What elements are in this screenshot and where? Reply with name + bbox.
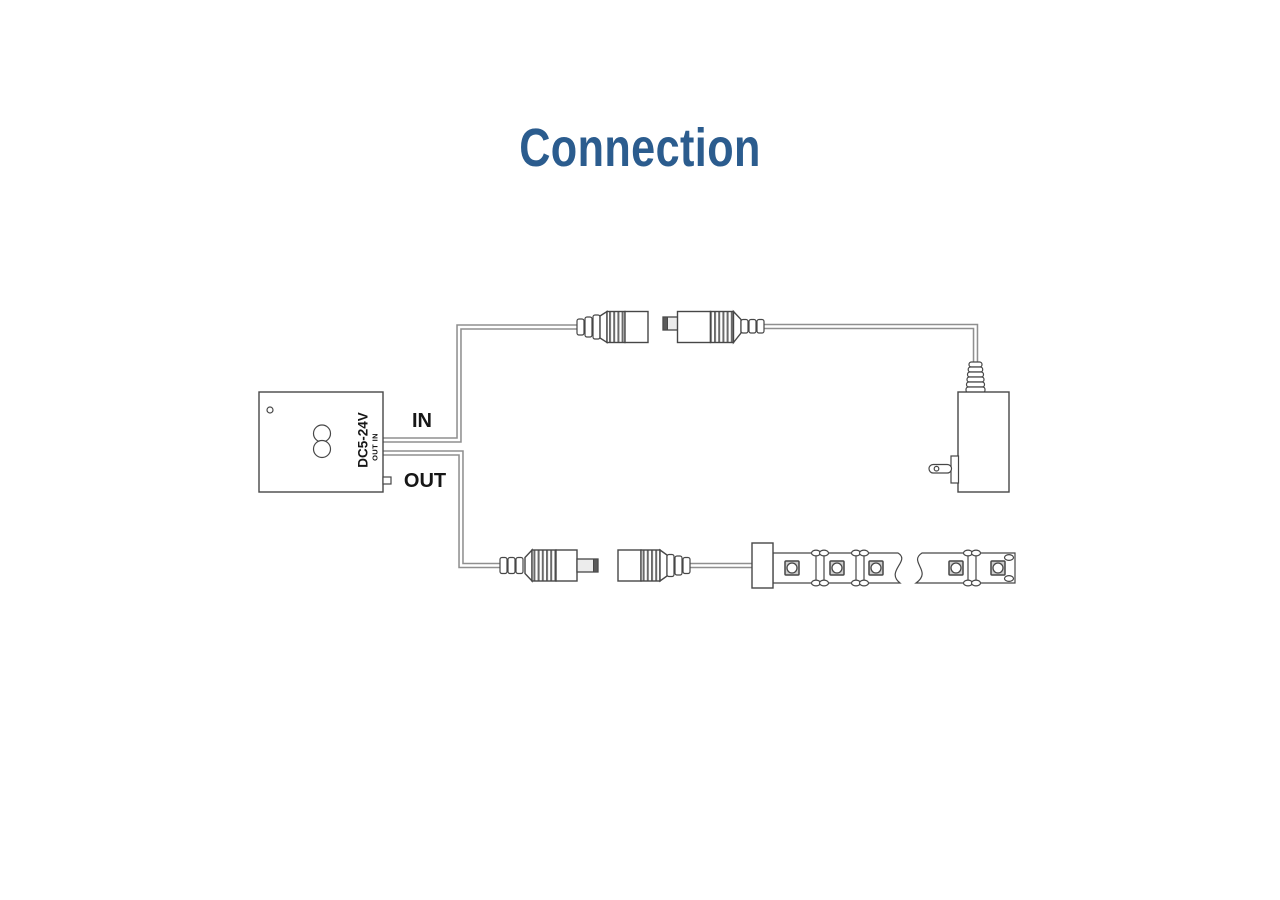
led-chip (784, 560, 800, 576)
solder-pad (858, 579, 870, 587)
strain-relief-rib (682, 556, 691, 575)
jack-barrel (617, 549, 642, 582)
wire-adapter (762, 323, 979, 366)
solder-pad (1003, 574, 1015, 582)
led-chip (990, 560, 1006, 576)
strain-relief-rib (499, 556, 508, 575)
jack-barrel (624, 310, 649, 344)
wire-out-core (383, 451, 503, 567)
cord-relief-rib (966, 371, 985, 378)
dc-female-jack-bottom (617, 548, 691, 583)
led-chip (829, 560, 845, 576)
strip-connector-block (751, 542, 774, 589)
cord-relief-rib (967, 366, 984, 373)
prong-hole (933, 465, 940, 472)
controller-body (258, 391, 384, 493)
controller-voltage-label: DC5-24V (356, 412, 371, 468)
wires (383, 323, 979, 569)
cord-relief-rib (968, 361, 983, 368)
solder-pad (970, 579, 982, 587)
cord-relief-rib (965, 381, 986, 388)
controller-ports-label: OUT IN (371, 433, 380, 461)
plug-pin-tip (593, 558, 599, 573)
knurl-ring (640, 549, 661, 582)
strain-relief-rib (756, 318, 765, 334)
led-controller: DC5-24V OUT IN (258, 391, 392, 493)
plug-body (676, 310, 712, 344)
led-emitter (831, 562, 843, 574)
adapter-body (957, 391, 1010, 493)
dc-male-plug-top (662, 309, 765, 345)
led-emitter (992, 562, 1004, 574)
prong-base (950, 455, 960, 484)
strip-section-2 (914, 552, 1016, 584)
knurl-ring (606, 310, 626, 344)
knurl-ring (709, 310, 735, 344)
collar (599, 310, 608, 344)
led-chip (948, 560, 964, 576)
plug-prong (928, 463, 953, 474)
strain-relief-rib (515, 556, 524, 575)
cord-relief-rib (966, 376, 985, 383)
wire-adapter-core (762, 325, 977, 366)
collar (659, 548, 668, 583)
mounting-tab (382, 476, 392, 485)
strain-relief-rib (674, 555, 683, 576)
strain-relief-rib (507, 556, 516, 575)
dc-male-plug-bottom (499, 548, 599, 583)
strain-relief-rib (740, 318, 749, 334)
plug-pin-tip (662, 316, 668, 331)
knurl-ring (531, 549, 557, 582)
in-label: IN (412, 410, 432, 432)
power-adapter (928, 361, 1010, 493)
led-chip (868, 560, 884, 576)
solder-pad (858, 549, 870, 557)
wire-in-core (383, 325, 580, 442)
cut-line (810, 549, 830, 587)
led-strip (751, 542, 1016, 589)
solder-pad (1003, 553, 1015, 561)
button-top (312, 424, 332, 443)
plug-body (555, 549, 578, 582)
button-bottom (312, 439, 332, 459)
solder-pad (970, 549, 982, 557)
cut-line (850, 549, 870, 587)
indicator-hole (266, 406, 274, 414)
strain-relief-rib (748, 318, 757, 334)
cut-line (962, 549, 982, 587)
taper (524, 548, 533, 583)
led-emitter (950, 562, 962, 574)
strain-relief-rib (666, 553, 675, 578)
led-emitter (870, 562, 882, 574)
strain-relief-rib (584, 316, 593, 338)
strain-relief-rib (576, 318, 585, 336)
taper (732, 309, 742, 345)
strain-relief-rib (592, 314, 601, 340)
solder-pad (818, 579, 830, 587)
out-label: OUT (404, 470, 446, 492)
dc-female-jack-top (576, 310, 649, 344)
led-emitter (786, 562, 798, 574)
solder-pad (818, 549, 830, 557)
page-title: Connection (519, 118, 761, 178)
